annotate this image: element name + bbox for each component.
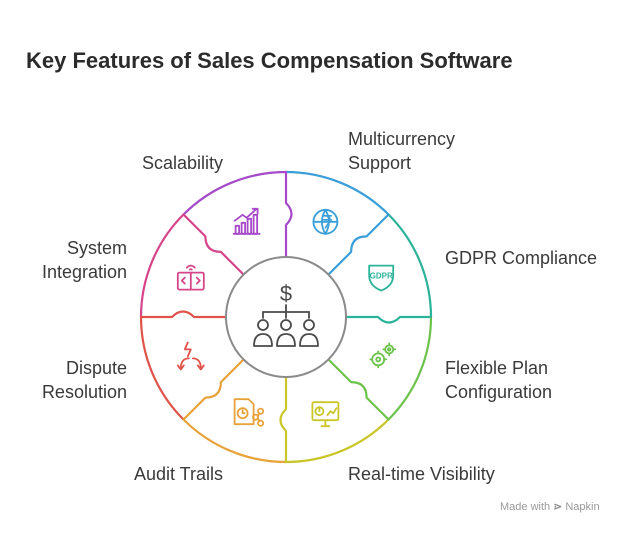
label-multicurrency-support: Multicurrency Support (348, 127, 455, 175)
puzzle-divider (328, 359, 390, 421)
label-gdpr-compliance: GDPR Compliance (445, 246, 597, 270)
puzzle-divider (328, 213, 390, 275)
sales-team-dollar-icon: $ (253, 281, 319, 347)
dollar-sign-text: $ (280, 281, 292, 306)
puzzle-divider (139, 310, 227, 319)
napkin-brand-text: Napkin (565, 500, 600, 513)
label-line: Integration (41, 262, 127, 282)
puzzle-divider (182, 213, 244, 275)
label-line: Support (348, 153, 412, 173)
label-line: Scalability (141, 153, 223, 173)
puzzle-divider (182, 359, 244, 421)
made-with-text: Made with (500, 500, 551, 513)
made-with-napkin-footer: Made with ⋗ Napkin (500, 500, 600, 514)
label-audit-trails: Audit Trails (134, 462, 223, 486)
puzzle-divider (345, 315, 433, 324)
gears-icon (369, 342, 397, 369)
dashboard-monitor-icon (311, 401, 340, 428)
label-line: Real-time Visibility (348, 464, 495, 484)
ring-arc-multicurrency (284, 170, 390, 216)
label-dispute-resolution: Dispute Resolution (42, 356, 127, 404)
label-line: Multicurrency (348, 129, 456, 149)
ring-arc-audit (182, 418, 288, 464)
center-hub: $ (225, 256, 347, 378)
segment-icons: GDPR (176, 207, 397, 428)
napkin-logo-icon: ⋗ (553, 501, 563, 513)
ring-arc-flexible (387, 315, 433, 421)
label-line: GDPR Compliance (445, 248, 598, 268)
ring-arc-gdpr (387, 213, 433, 319)
ring-arc-integration (139, 213, 185, 319)
label-line: Resolution (41, 382, 127, 402)
document-share-icon (233, 398, 265, 427)
segment-dividers (139, 170, 433, 464)
label-line: System (66, 238, 127, 258)
label-line: Audit Trails (133, 464, 223, 484)
label-flexible-plan-configuration: Flexible Plan Configuration (445, 356, 552, 404)
conflict-arrows-icon (176, 341, 205, 371)
growth-chart-icon (232, 207, 261, 235)
page-title: Key Features of Sales Compensation Softw… (26, 48, 513, 73)
label-line: Dispute (65, 358, 127, 378)
ring-arc-scalability (182, 170, 288, 216)
rupee-globe-icon (312, 208, 339, 235)
label-line: Flexible Plan (445, 358, 549, 378)
puzzle-divider (284, 170, 293, 258)
ring-arc-dispute (139, 315, 185, 421)
label-scalability: Scalability (142, 151, 223, 175)
gdpr-shield-icon: GDPR (368, 264, 395, 292)
ring-segments (139, 170, 433, 464)
label-line: Configuration (445, 382, 553, 402)
gdpr-icon-text: GDPR (370, 272, 393, 281)
label-real-time-visibility: Real-time Visibility (348, 462, 495, 486)
puzzle-divider (279, 376, 288, 464)
label-system-integration: System Integration (42, 236, 127, 284)
ring-arc-realtime (284, 418, 390, 464)
code-integration-icon (176, 264, 205, 291)
